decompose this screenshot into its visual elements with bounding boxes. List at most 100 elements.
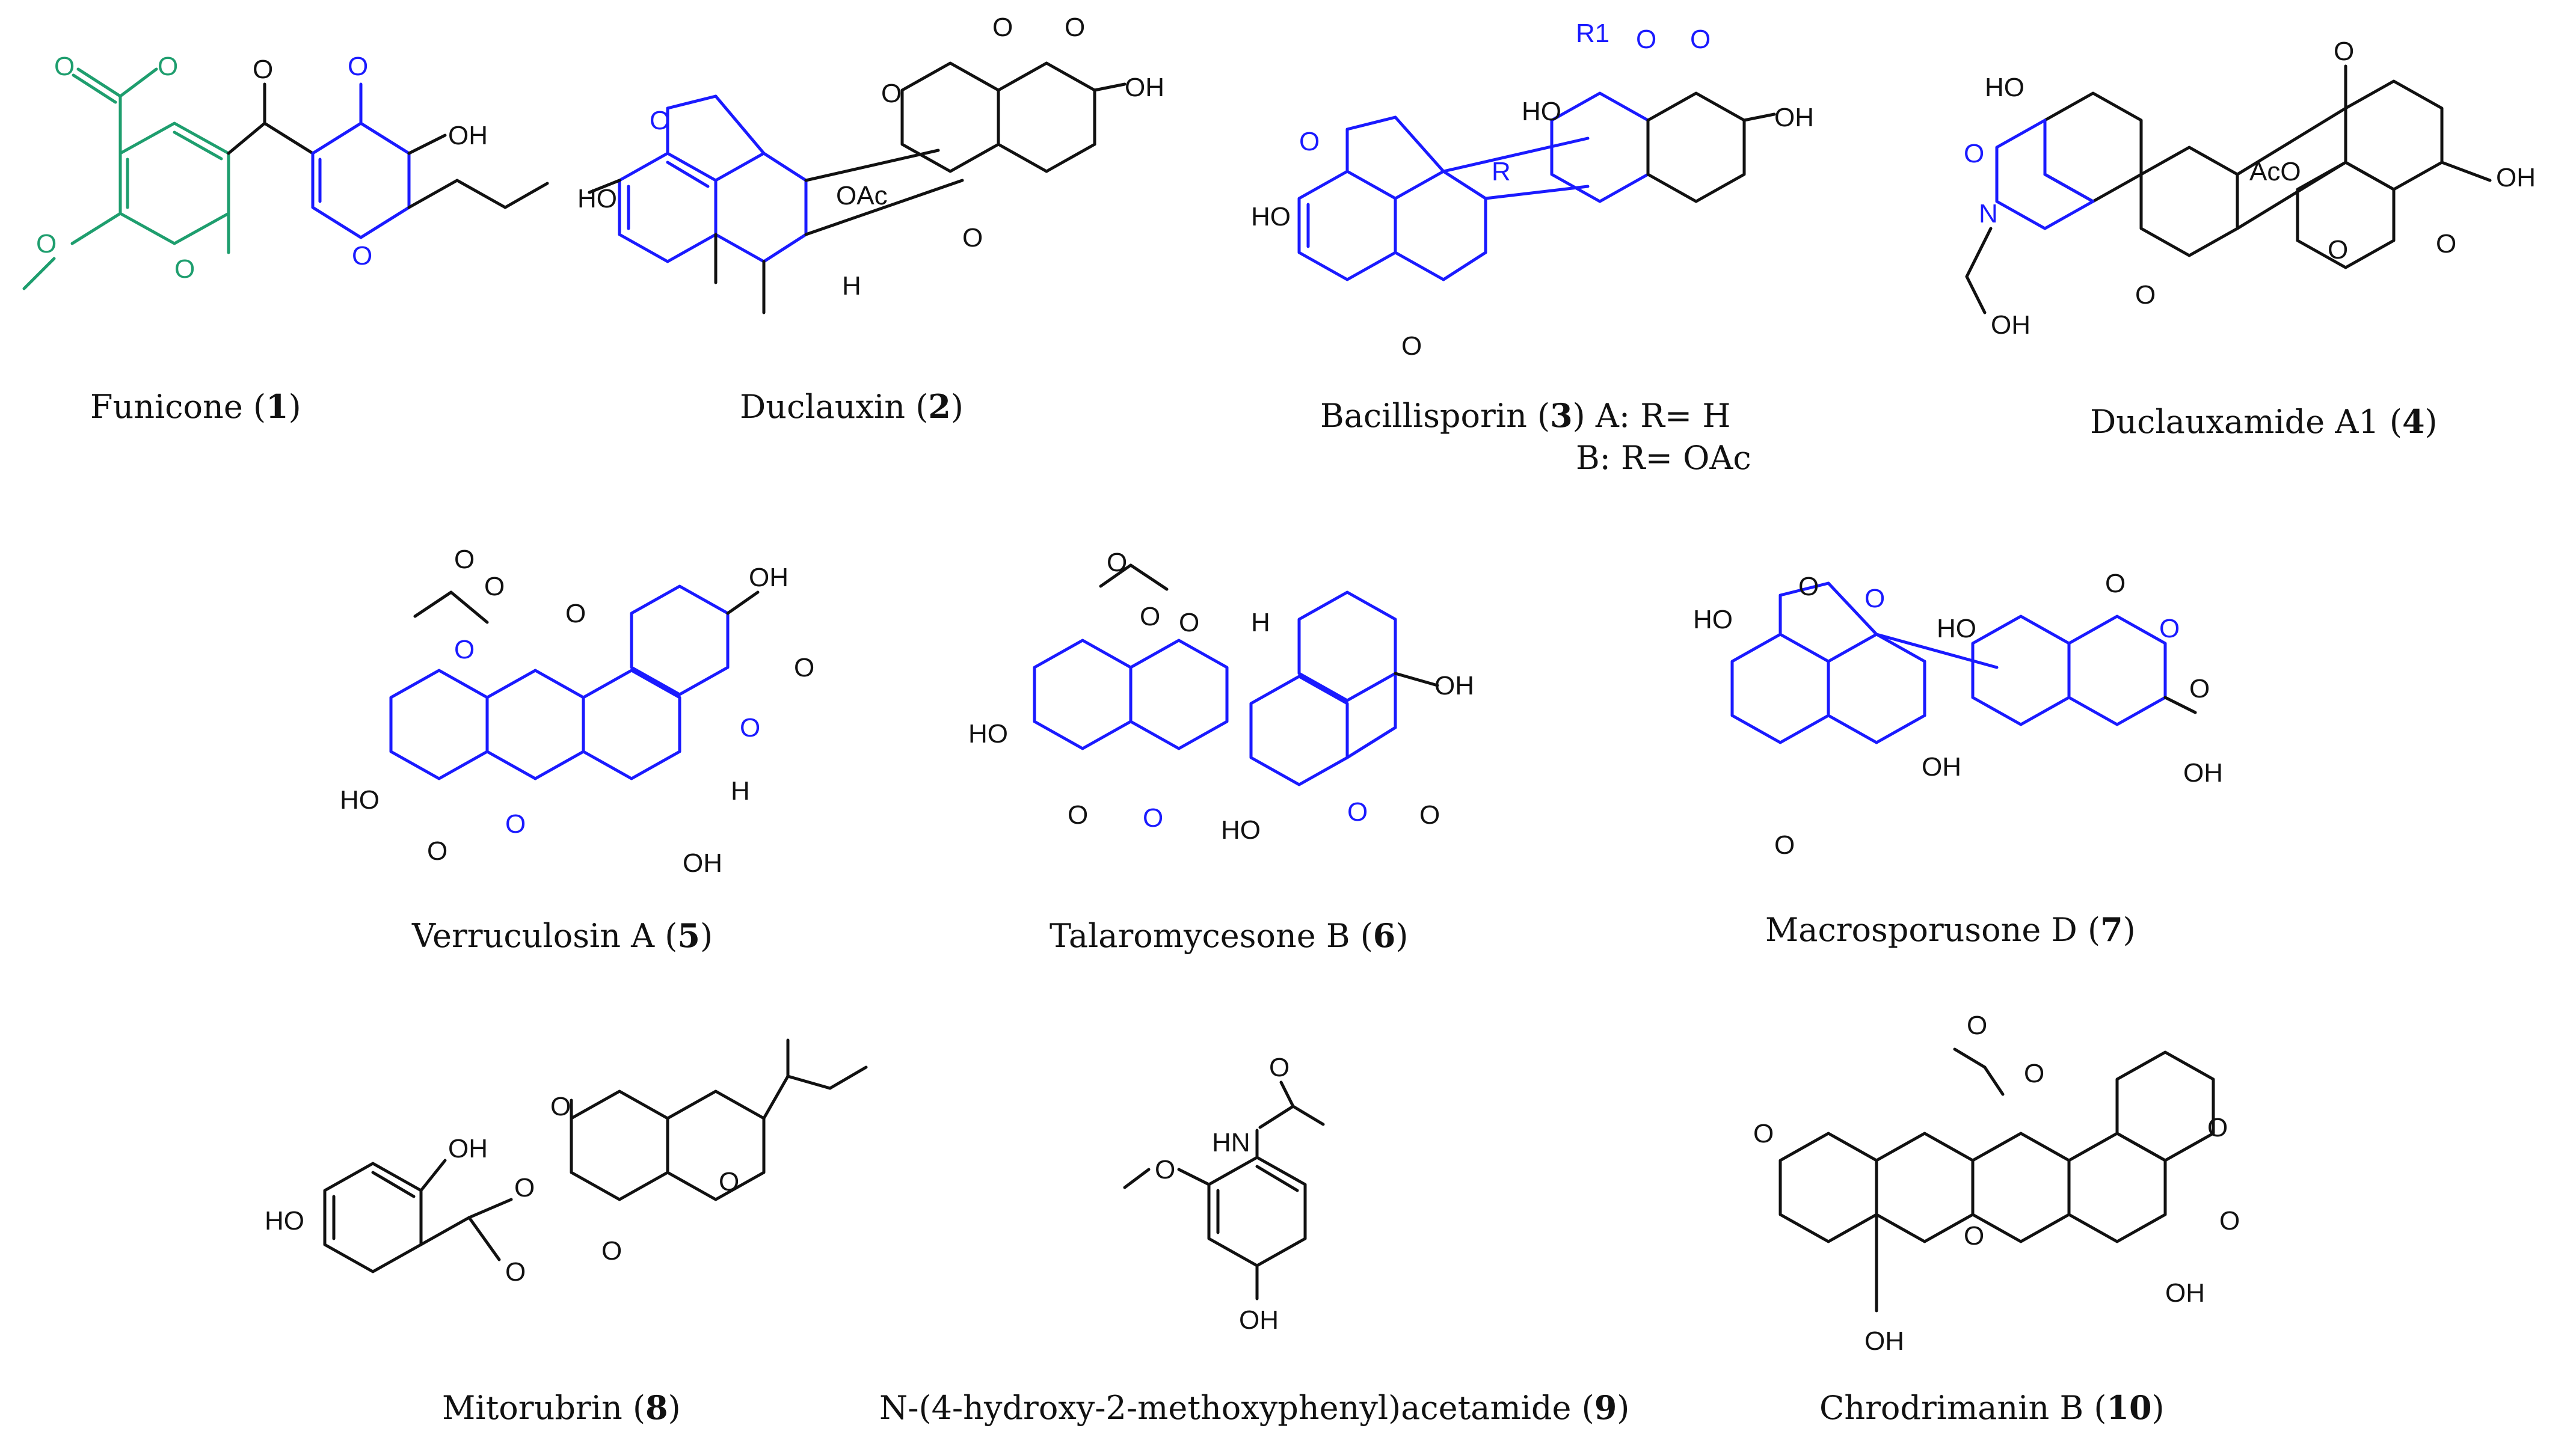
atom-label-o: O [2159,614,2180,643]
atom-label-o: O [484,572,505,601]
atom-label-o: O [1753,1119,1774,1148]
atom-label-o: O [1636,25,1656,54]
atom-label-ho: HO [1221,815,1261,845]
atom-label-o: O [2436,229,2456,259]
atom-label-o: O [740,713,760,743]
atom-label-oh: OH [1434,671,1474,700]
atom-label-o: O [601,1236,622,1266]
atom-label-ho: HO [340,785,380,815]
atom-label-o: O [1347,797,1368,827]
atom-label-oh: OH [749,563,788,592]
structure-funicone: O O O O O O O OH [22,52,549,290]
atom-label-o: O [505,1257,526,1287]
atom-label-o: O [1140,602,1160,631]
atom-label-oh: OH [2165,1278,2205,1308]
atom-label-o: O [2105,569,2126,598]
atom-label-ho: HO [1937,614,1976,643]
atom-label-oh: OH [1774,103,1814,132]
atom-label-o: O [348,52,368,81]
atom-label-o: O [158,52,178,81]
structure-macrosporusone-d: OH O O O HO HO O O OH O [1693,569,2223,860]
atom-label-o: O [36,229,57,259]
atom-label-oh: OH [2183,758,2223,788]
atom-label-h: H [842,271,861,301]
atom-label-o: O [1774,830,1795,860]
atom-label-o: O [2334,37,2354,66]
atom-label-o: O [1179,608,1199,637]
atom-label-o: O [992,13,1013,42]
atom-label-o: O [1798,572,1819,601]
atom-label-oh: OH [448,121,488,150]
atom-label-oh: OH [448,1134,488,1163]
atom-label-ho: HO [265,1206,304,1236]
atom-label-ho: HO [1985,73,2024,102]
atom-label-o: O [505,809,526,839]
caption-funicone: Funicone (1) [90,387,301,426]
atom-label-o: O [1143,803,1163,833]
atom-label-o: O [1155,1155,1175,1184]
atom-label-r: R [1492,157,1511,186]
atom-label-h: H [731,776,750,806]
atom-label-o: O [253,55,273,84]
atom-label-o: O [650,106,670,135]
atom-label-o: O [719,1167,739,1196]
atom-label-ho: HO [577,184,617,213]
caption-acetamide: N-(4-hydroxy-2-methoxyphenyl)acetamide (… [879,1388,1629,1427]
atom-label-o: O [550,1092,571,1121]
structure-acetamide: HN O O OH [1123,1053,1325,1335]
atom-label-o: O [1065,13,1085,42]
atom-label-o: O [454,545,475,574]
caption-duclauxamide-a1: Duclauxamide A1 (4) [2090,402,2438,441]
caption-duclauxin: Duclauxin (2) [740,387,964,426]
atom-label-ho: HO [1693,605,1733,634]
atom-label-o: O [1401,331,1422,361]
caption-bacillisporin-variant-b: B: R= OAc [1576,439,1751,477]
atom-label-o: O [352,241,372,271]
atom-label-o: O [2135,280,2156,310]
atom-label-o: O [881,79,902,108]
atom-label-h: H [1251,608,1270,637]
atom-label-oh: OH [1864,1326,1904,1356]
atom-label-o: O [427,836,447,866]
structure-duclauxin: HO O OAc H OH O O O O [577,13,1164,314]
atom-label-ho: HO [968,719,1008,749]
atom-label-o: O [565,599,586,628]
structure-mitorubrin: OH HO O O O O O [265,1038,868,1287]
atom-label-o: O [1964,1221,1984,1251]
atom-label-oh: OH [2496,163,2536,192]
atom-label-o: O [1419,800,1440,830]
atom-label-o: O [1299,127,1320,156]
atom-label-o: O [2189,674,2210,703]
atom-label-o: O [1068,800,1088,830]
atom-label-oh: OH [1922,752,1961,782]
caption-bacillisporin: Bacillisporin (3) A: R= H [1320,396,1730,435]
structure-talaromycesone-b: OH O O HO HO O O O O O H [968,548,1474,845]
caption-verruculosin-a: Verruculosin A (5) [411,916,713,955]
atom-label-o: O [454,635,475,664]
atom-label-o: O [2207,1113,2228,1142]
atom-label-o: O [1967,1011,1987,1040]
atom-label-o: O [54,52,75,81]
atom-label-o: O [2219,1206,2240,1236]
caption-chrodrimanin-b: Chrodrimanin B (10) [1819,1388,2165,1427]
atom-label-o: O [1107,548,1127,577]
atom-label-oh: OH [1991,310,2030,340]
atom-label-o: O [794,653,814,682]
structure-verruculosin-a: OH O O H OH HO O O O O O O [340,545,814,878]
caption-mitorubrin: Mitorubrin (8) [442,1388,681,1427]
atom-label-o: O [174,254,195,284]
atom-label-o: O [1269,1053,1290,1082]
atom-label-oh: OH [1239,1305,1279,1335]
atom-label-hn: HN [1212,1128,1250,1157]
atom-label-oh: OH [683,848,722,878]
atom-label-o: O [2328,235,2348,265]
atom-label-o: O [1690,25,1711,54]
atom-label-ho: HO [1522,97,1561,126]
structure-bacillisporin: OH HO HO R1 R O O O O [1251,19,1814,361]
atom-label-ho: HO [1251,202,1291,231]
atom-label-o: O [2024,1059,2044,1088]
atom-label-o: O [962,223,983,253]
caption-talaromycesone-b: Talaromycesone B (6) [1050,916,1408,955]
atom-label-oac: OAc [836,181,888,210]
